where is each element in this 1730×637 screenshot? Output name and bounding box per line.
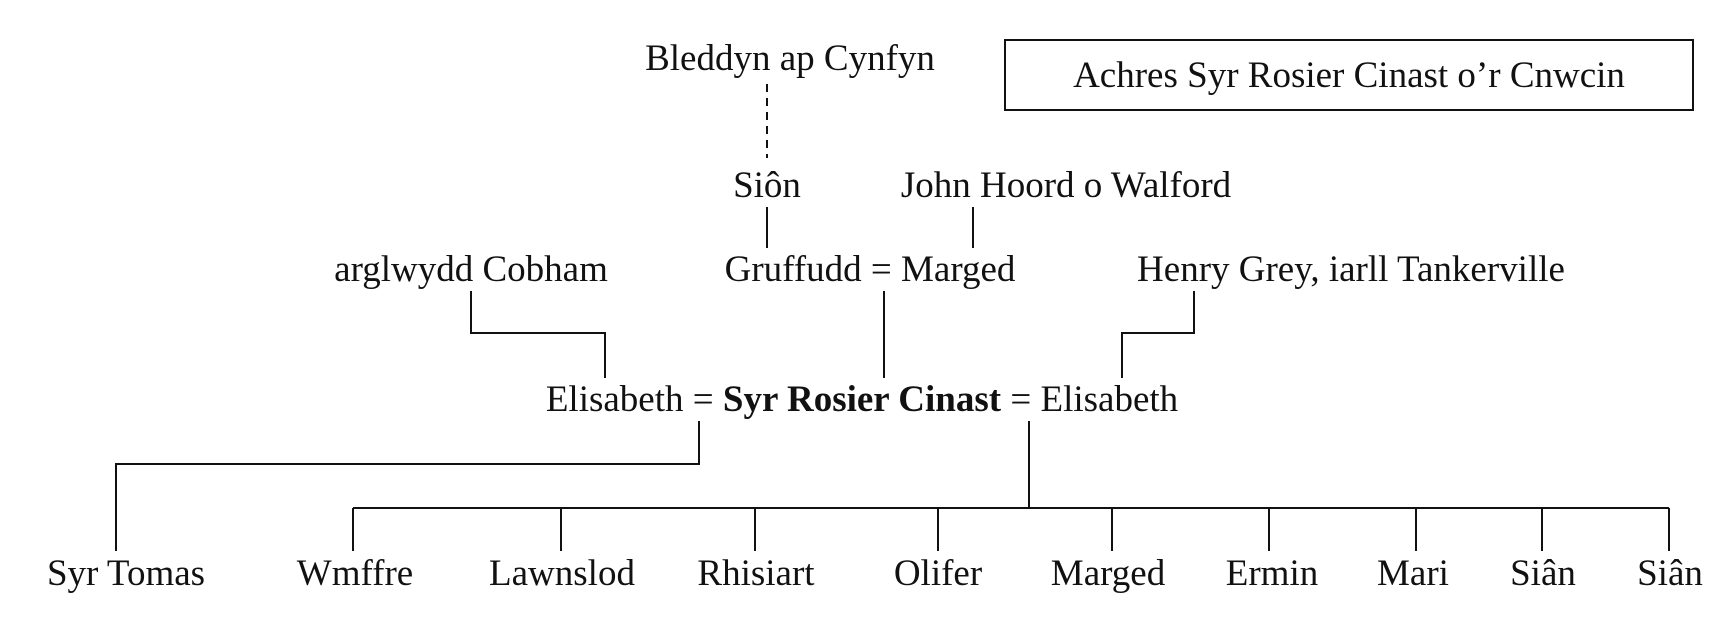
descent-line-cobham-elisabeth bbox=[470, 291, 606, 378]
child-syr-tomas: Syr Tomas bbox=[46, 553, 206, 594]
child-5: Marged bbox=[1050, 553, 1166, 594]
couple-gruffudd-marged: Gruffudd = Marged bbox=[725, 250, 1016, 290]
person-sion: Siôn bbox=[733, 165, 801, 206]
person-gruffudd: Gruffudd bbox=[724, 249, 862, 290]
descent-line-grey-elisabeth bbox=[1121, 291, 1195, 378]
child-6: Ermin bbox=[1225, 553, 1319, 594]
person-elisabeth-1: Elisabeth bbox=[545, 379, 684, 420]
child-4: Olifer bbox=[893, 553, 983, 594]
person-john-hoord: John Hoord o Walford bbox=[900, 165, 1232, 206]
chart-title: Achres Syr Rosier Cinast o’r Cnwcin bbox=[1004, 39, 1694, 111]
child-7: Mari bbox=[1377, 553, 1449, 594]
descent-line-first-marriage bbox=[115, 421, 700, 551]
marriage-sign: = bbox=[1010, 379, 1032, 420]
child-3: Rhisiart bbox=[697, 553, 815, 594]
child-9: Siân bbox=[1637, 553, 1703, 594]
person-bleddyn: Bleddyn ap Cynfyn bbox=[645, 38, 935, 79]
child-2: Lawnslod bbox=[489, 553, 635, 594]
couple-rosier: Elisabeth = Syr Rosier Cinast = Elisabet… bbox=[546, 380, 1178, 420]
person-rosier: Syr Rosier Cinast bbox=[722, 379, 1002, 420]
marriage-sign: = bbox=[692, 379, 714, 420]
person-marged: Marged bbox=[900, 249, 1016, 290]
child-1: Wmffre bbox=[296, 553, 414, 594]
child-8: Siân bbox=[1510, 553, 1576, 594]
person-cobham: arglwydd Cobham bbox=[334, 249, 608, 290]
person-henry-grey: Henry Grey, iarll Tankerville bbox=[1137, 249, 1565, 290]
marriage-sign: = bbox=[870, 249, 892, 290]
person-elisabeth-2: Elisabeth bbox=[1040, 379, 1179, 420]
